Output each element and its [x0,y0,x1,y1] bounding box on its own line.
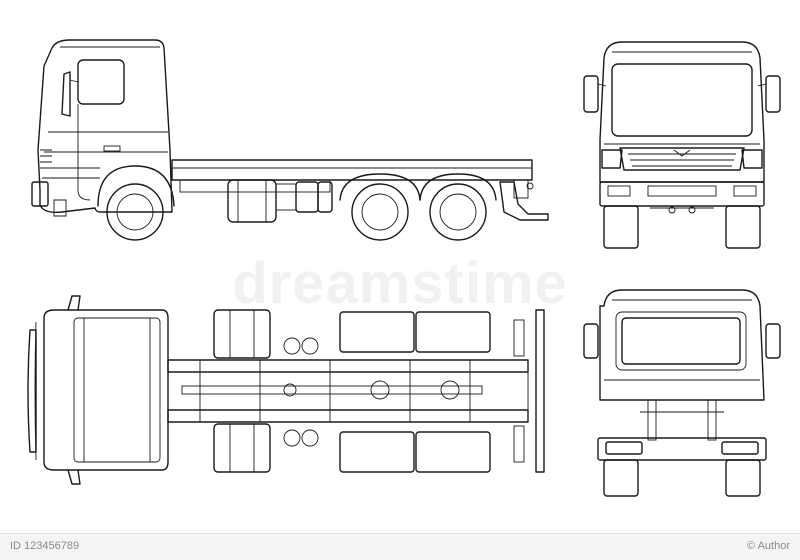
front-view-bumper [599,181,765,207]
top-view [27,295,545,485]
right-headlight [741,149,763,169]
front-grille [619,147,745,171]
top-right-mirror [67,469,81,485]
rear-right-light [721,441,759,455]
image-id: ID 123456789 [10,540,80,552]
image-author: © Author [747,540,790,552]
top-bumper [27,329,37,453]
rear-bumper [597,437,767,461]
rear-right-mirror [765,323,781,359]
top-rear-wheel-2a [339,431,415,473]
rear-wheel-1 [351,183,409,241]
front-cab-outline [599,41,765,183]
top-frame-right-rail [167,409,529,423]
front-right-tyre [725,205,761,249]
driveshaft [181,385,483,395]
top-rear-wheel-1b [415,311,491,353]
cab-door-window [77,59,125,105]
rear-wheel-2 [429,183,487,241]
rear-view [583,289,781,497]
left-mirror [583,75,599,113]
front-fender [97,165,175,207]
top-rear-wheel-1a [339,311,415,353]
front-wheel [106,183,164,241]
top-cab-outline [43,309,169,471]
front-windscreen [611,63,753,137]
rear-underrun [499,181,549,221]
top-rear-crossmember [535,309,545,473]
top-fuel-tank-upper [213,309,271,359]
top-left-mirror [67,295,81,311]
side-view [31,39,549,241]
top-fuel-tank-lower [213,423,271,473]
rear-window [621,317,741,365]
credit-bar: ID 123456789 © Author [0,533,800,560]
top-frame-left-rail [167,359,529,373]
fuel-tank [227,179,277,223]
front-bumper [31,181,49,207]
rear-right-tyre [725,459,761,497]
rear-left-light [605,441,643,455]
rear-cab-outline [599,289,765,401]
rear-left-mirror [583,323,599,359]
front-view [583,41,781,249]
rear-fender-1 [339,173,421,201]
side-mirror [61,71,71,117]
right-mirror [765,75,781,113]
left-headlight [601,149,623,169]
rear-left-tyre [603,459,639,497]
front-left-tyre [603,205,639,249]
rear-fender-2 [419,173,497,201]
battery-box [295,181,319,213]
top-rear-wheel-2b [415,431,491,473]
cab-outline [37,39,173,214]
